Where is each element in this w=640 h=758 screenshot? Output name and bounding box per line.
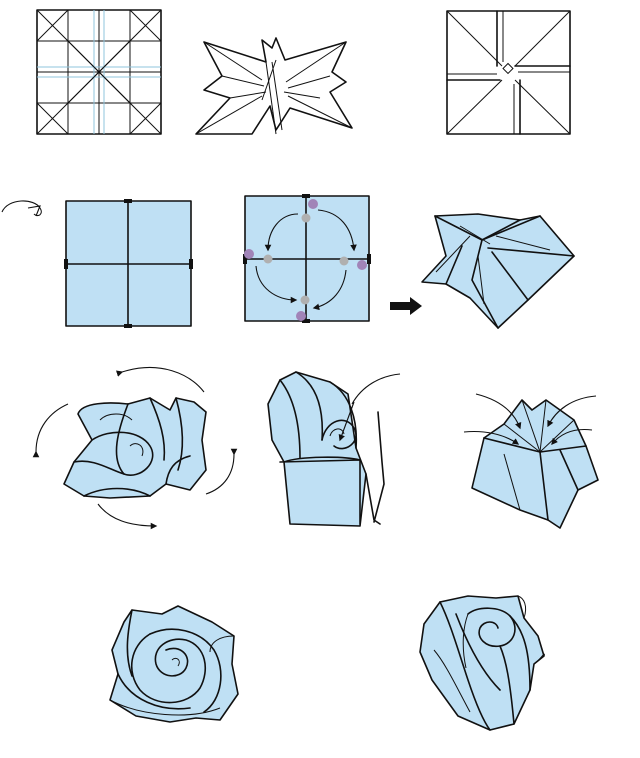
finished-rose-top [109,605,239,723]
turn-over-arrow-icon [1,200,42,217]
collapsed-star-base [195,37,353,135]
twisted-paper [421,213,575,329]
rose-curl-outer [32,367,238,530]
blue-square-with-tabs [64,199,193,328]
pinwheel-square [446,10,571,135]
rose-base-fold [463,393,599,529]
rose-side-view [267,371,401,527]
crease-pattern-square [36,9,162,135]
finished-rose-side [419,595,545,731]
next-step-arrow-icon [390,297,422,315]
square-with-rotation-dots [243,194,371,323]
